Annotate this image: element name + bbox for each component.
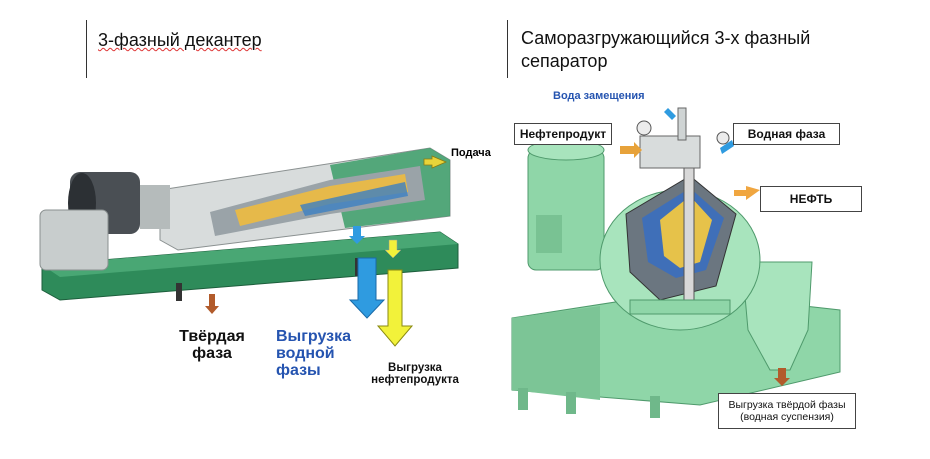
right-title-divider — [507, 20, 508, 78]
small-oil-arrow — [384, 239, 402, 259]
water-discharge-arrow — [348, 257, 386, 319]
decanter-title: 3-фазный декантер — [98, 29, 262, 52]
pressure-gauge-icon — [716, 131, 730, 145]
water-phase-label: Водная фаза — [733, 123, 840, 145]
separator-water-pipe — [677, 107, 687, 141]
solid-phase-label: Твёрдая фаза — [179, 328, 245, 362]
decanter-foot — [176, 283, 182, 301]
water-phase-outlet-arrow — [720, 140, 734, 154]
solid-discharge-arrow — [774, 368, 790, 386]
solid-phase-arrow — [205, 294, 219, 314]
separator-leg — [518, 388, 528, 410]
decanter-coupling — [140, 185, 170, 229]
separator-spindle — [683, 159, 695, 311]
separator-title: Саморазгружающийся 3-х фазный сепаратор — [521, 28, 811, 71]
decanter-liquid — [300, 182, 408, 216]
separator-head — [639, 135, 701, 169]
oil-discharge-arrow — [376, 269, 414, 347]
feed-arrow — [423, 155, 448, 169]
separator-leg — [650, 396, 660, 418]
small-water-arrow — [349, 226, 365, 244]
decanter-gearbox — [39, 209, 109, 271]
separator-leg — [566, 392, 576, 414]
oil-product-label: Нефтепродукт — [514, 123, 612, 145]
water-discharge-label: Выгрузка водной фазы — [276, 328, 351, 379]
replacement-water-label: Вода замещения — [553, 90, 645, 102]
feed-label: Подача — [451, 147, 491, 159]
pressure-gauge-icon — [636, 120, 652, 136]
separator-frame-shade — [512, 306, 600, 400]
decanter-title-text: 3-фазный декантер — [98, 30, 262, 50]
solid-discharge-label: Выгрузка твёрдой фазы (водная суспензия) — [718, 393, 856, 429]
separator-base-flange — [629, 299, 731, 315]
oil-label: НЕФТЬ — [760, 186, 862, 212]
decanter-scroll — [235, 174, 408, 226]
separator-cyclone — [741, 261, 813, 371]
decanter-base-top — [42, 232, 458, 277]
replacement-water-arrow — [664, 108, 676, 120]
oil-discharge-label: Выгрузка нефтепродукта — [371, 362, 459, 387]
oil-product-outlet-arrow — [620, 142, 642, 158]
oil-inlet-arrow — [734, 186, 760, 200]
separator-motor-box — [536, 215, 562, 253]
left-title-divider — [86, 20, 87, 78]
